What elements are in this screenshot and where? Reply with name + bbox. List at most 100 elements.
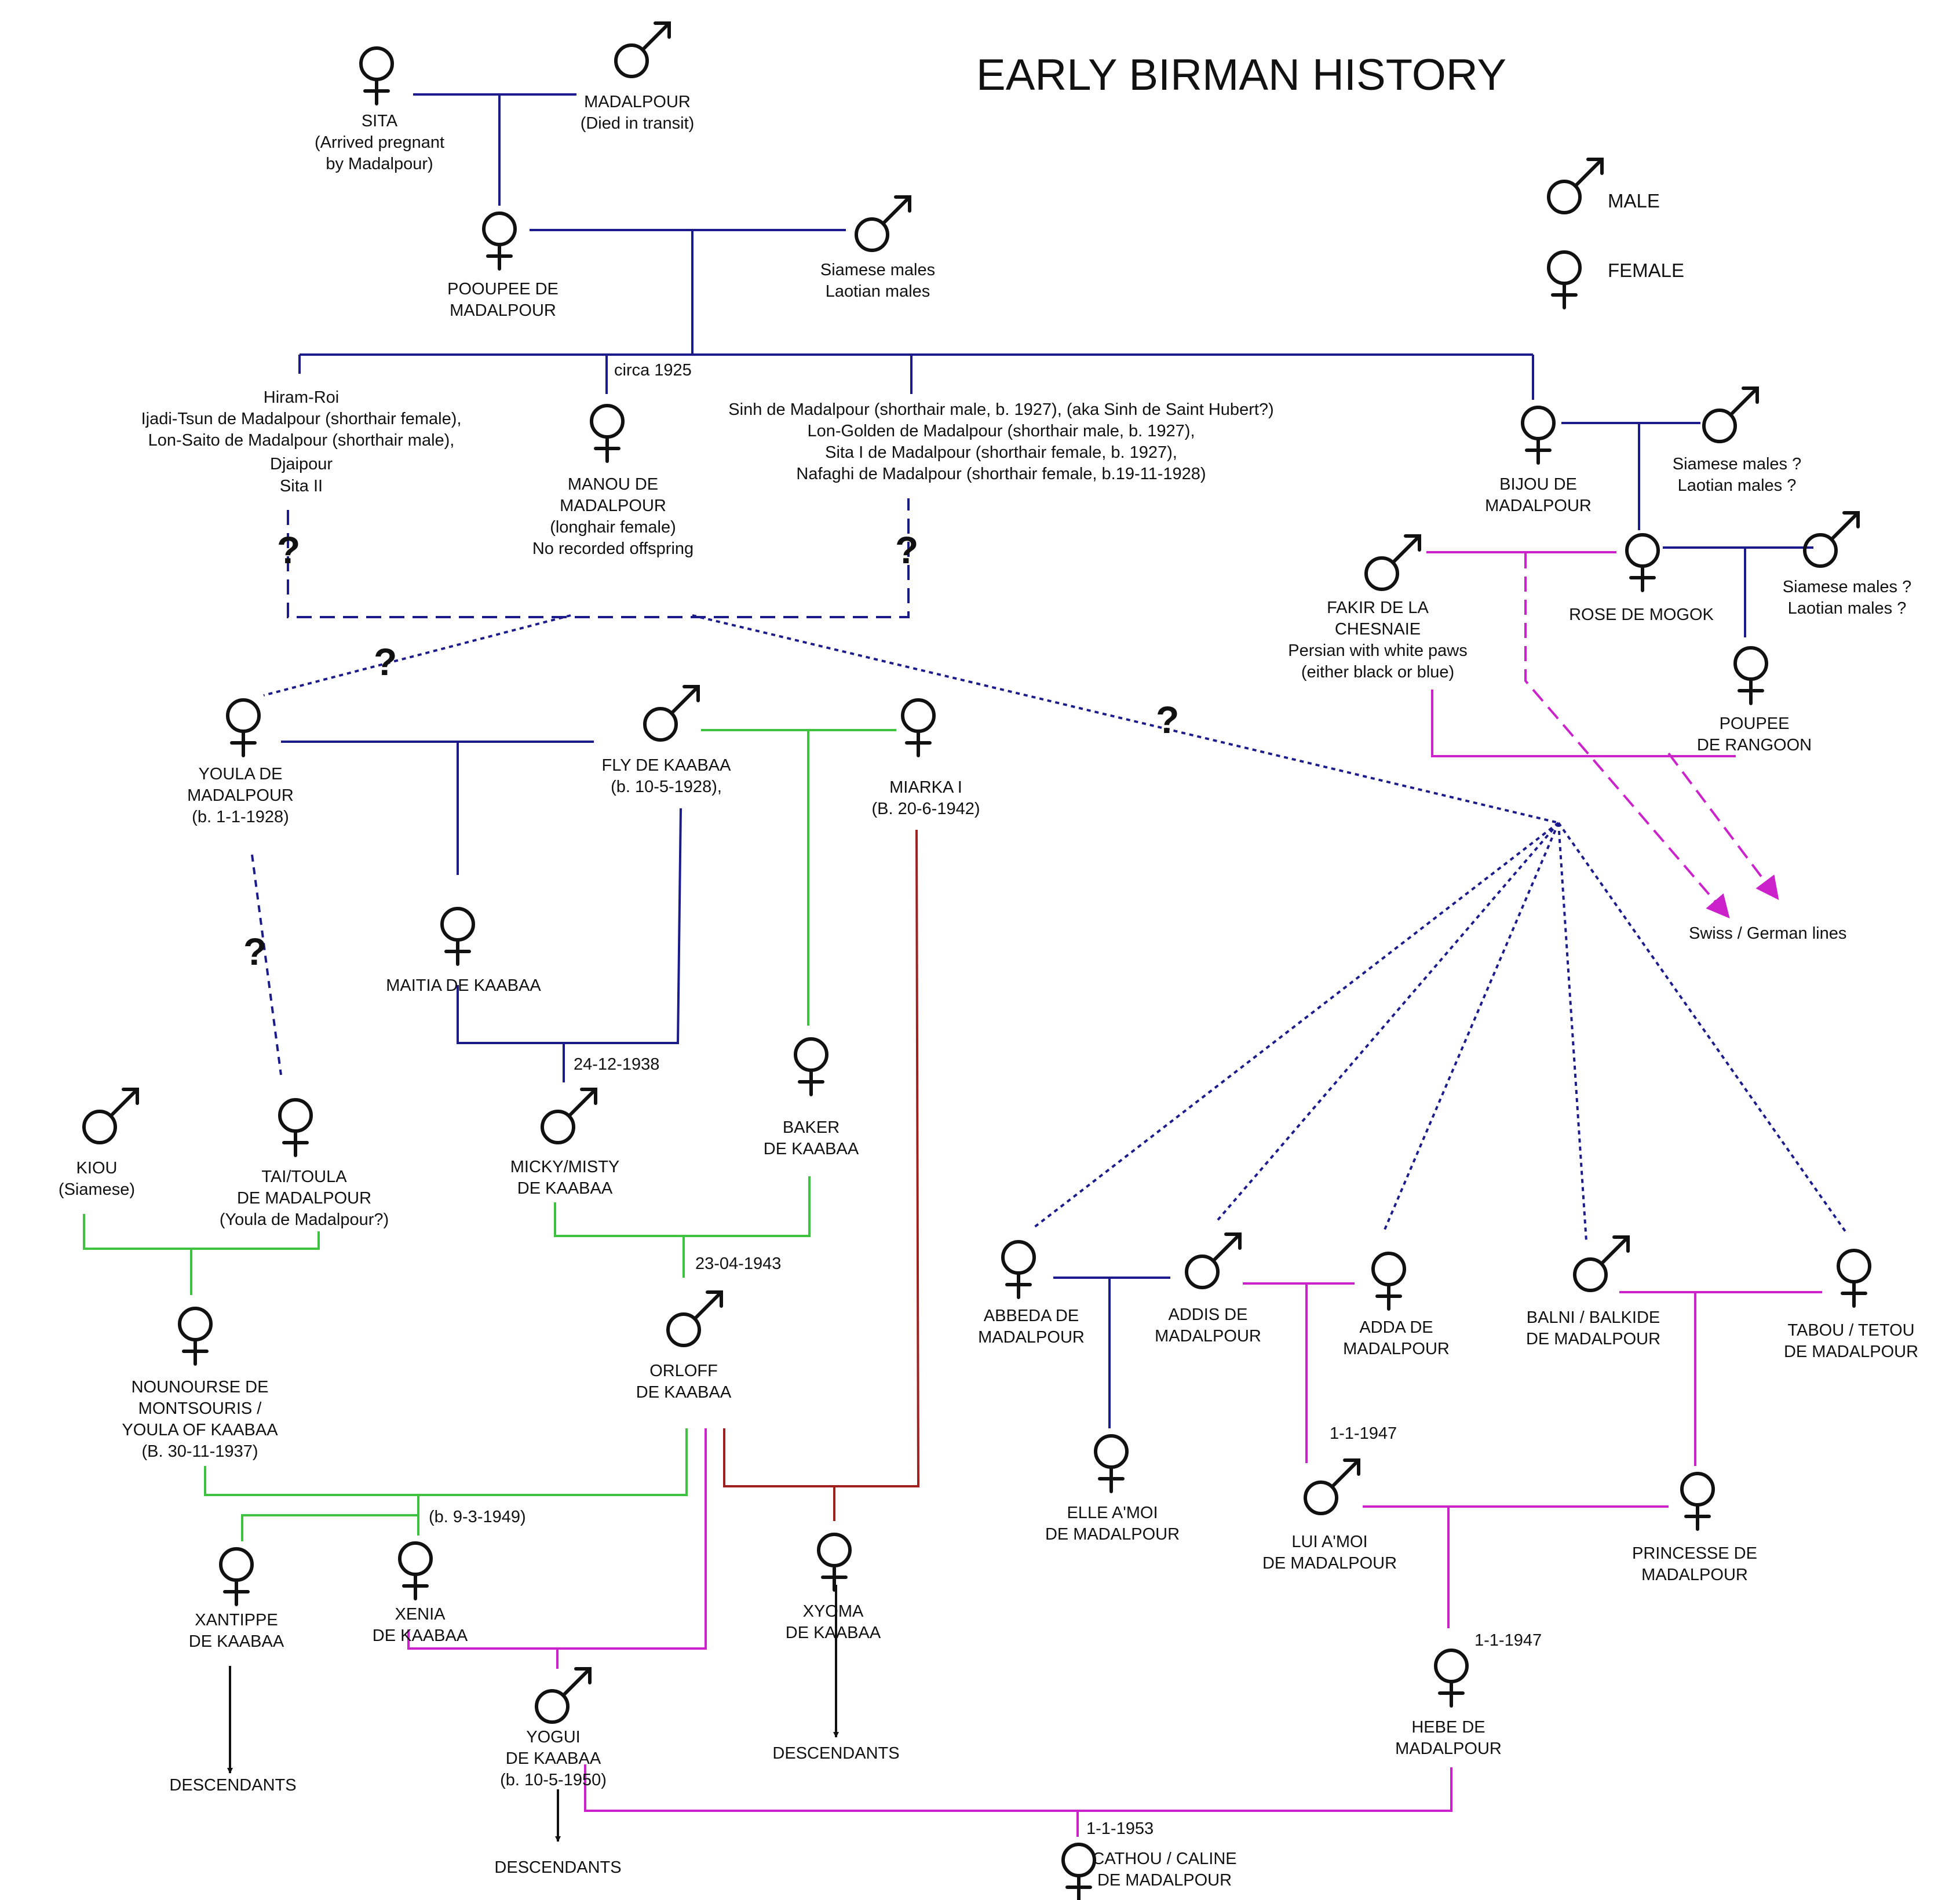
line-fly-miarka (701, 729, 896, 1026)
female-icon (1547, 250, 1582, 309)
male-icon (1364, 534, 1421, 591)
female-icon (794, 1037, 828, 1096)
question-mark-tai: ? (243, 930, 267, 973)
cat-label: FAKIR DE LA (1327, 599, 1429, 617)
legend-male-label: MALE (1608, 190, 1660, 211)
male-icon (541, 1088, 597, 1144)
line-lui-princesse (1363, 1505, 1669, 1628)
cat-label: (Siamese) (59, 1180, 135, 1199)
cat-label: Persian with white paws (1288, 641, 1467, 660)
cat-label: NOUNOURSE DE (132, 1378, 269, 1396)
litter-member-label: Lon-Saito de Madalpour (shorthair male), (148, 431, 455, 450)
cat-label: CHESNAIE (1335, 620, 1421, 639)
litter-member-label: Ijadi-Tsun de Madalpour (shorthair femal… (141, 410, 462, 428)
cat-label: MADALPOUR (560, 497, 666, 515)
cat-label: Siamese males ? (1673, 455, 1801, 473)
line-bijou-rose (1561, 422, 1700, 530)
female-icon (398, 1541, 433, 1600)
female-icon (1680, 1472, 1715, 1531)
cat-label: MADALPOUR (584, 93, 691, 111)
male-icon (1573, 1235, 1630, 1292)
cat-label: ROSE DE MOGOK (1569, 606, 1714, 624)
cat-label: POOUPEE DE (447, 280, 559, 298)
cat-label: DE KAABAA (764, 1140, 859, 1158)
female-icon (359, 46, 394, 105)
cat-label: (b. 1-1-1928) (192, 808, 289, 826)
litter-member-label: Sita II (280, 477, 323, 495)
cat-siamese-laotian-3: Siamese males ?Laotian males ? (1783, 511, 1911, 618)
line-pooupee-siamese (530, 229, 846, 355)
line-youla-fly (281, 741, 594, 875)
cat-label: Siamese males (820, 261, 935, 279)
cat-label: DE RANGOON (1697, 736, 1812, 754)
line-swiss-1 (1524, 553, 1730, 919)
line-fakir-rose (1426, 551, 1736, 757)
line-to-hub (692, 614, 1559, 824)
cat-label: (Youla de Madalpour?) (220, 1210, 389, 1229)
descendants-xantippe: DESCENDANTS (169, 1776, 296, 1795)
litter-member-label: Lon-Golden de Madalpour (shorthair male,… (808, 422, 1195, 440)
female-icon (1733, 646, 1768, 705)
line-to-youla (263, 614, 571, 696)
cat-label: PRINCESSE DE (1632, 1544, 1757, 1563)
cat-label: MADALPOUR (1395, 1739, 1502, 1758)
cat-label: ABBEDA DE (984, 1307, 1079, 1325)
litter-litter-right: Sinh de Madalpour (shorthair male, b. 19… (728, 400, 1273, 483)
female-icon (278, 1098, 313, 1157)
female-icon (901, 698, 936, 757)
connector-lines (83, 93, 1846, 1842)
line-hub-adda (1384, 822, 1560, 1230)
male-icon (666, 1290, 723, 1347)
cat-label: YOULA OF KAABAA (122, 1421, 278, 1439)
female-icon (178, 1307, 213, 1366)
cat-label: XENIA (395, 1605, 446, 1624)
cat-madalpour: MADALPOUR(Died in transit) (581, 21, 694, 133)
line-addis-adda (1243, 1282, 1355, 1463)
cat-label: FLY DE KAABAA (602, 756, 732, 775)
cat-label: (B. 30-11-1937) (142, 1442, 258, 1461)
cat-label: MADALPOUR (450, 301, 556, 320)
male-icon (535, 1667, 592, 1724)
line-nounourse-orloff (204, 1428, 688, 1541)
cat-label: Laotian males ? (1678, 476, 1797, 495)
cat-label: DE KAABAA (189, 1632, 284, 1651)
line-abbeda-addis (1053, 1277, 1170, 1428)
line-fly-maitia (457, 808, 682, 1082)
male-icon (82, 1088, 139, 1144)
cat-label: (b. 10-5-1928), (611, 778, 722, 796)
cat-label: MADALPOUR (978, 1328, 1085, 1347)
cat-label: YOULA DE (198, 765, 282, 783)
cat-label: DE KAABAA (373, 1627, 468, 1645)
male-icon (1803, 511, 1860, 568)
date-xenia: (b. 9-3-1949) (429, 1508, 526, 1526)
line-yogui-hebe (584, 1764, 1452, 1837)
cat-label: BALNI / BALKIDE (1527, 1308, 1660, 1327)
female-icon (1001, 1240, 1036, 1299)
line-balni-tabou (1619, 1291, 1822, 1466)
descendants-xyoma: DESCENDANTS (772, 1744, 899, 1763)
cat-label: DE KAABAA (506, 1749, 601, 1768)
cat-label: (longhair female) (550, 518, 676, 537)
cat-rose: ROSE DE MOGOK (1569, 533, 1714, 624)
cat-label: MADALPOUR (1155, 1327, 1261, 1345)
cat-label: (Arrived pregnant (315, 133, 444, 152)
cat-label: CATHOU / CALINE (1092, 1850, 1236, 1868)
cat-label: No recorded offspring (532, 539, 694, 558)
female-icon (482, 211, 517, 271)
cat-label: POUPEE (1720, 714, 1790, 733)
cat-label: SITA (362, 112, 398, 130)
cat-label: ELLE A'MOI (1067, 1504, 1158, 1522)
cat-label: XYOMA (803, 1602, 864, 1621)
male-icon (1547, 158, 1604, 214)
line-miarka-orloff (723, 829, 920, 1521)
